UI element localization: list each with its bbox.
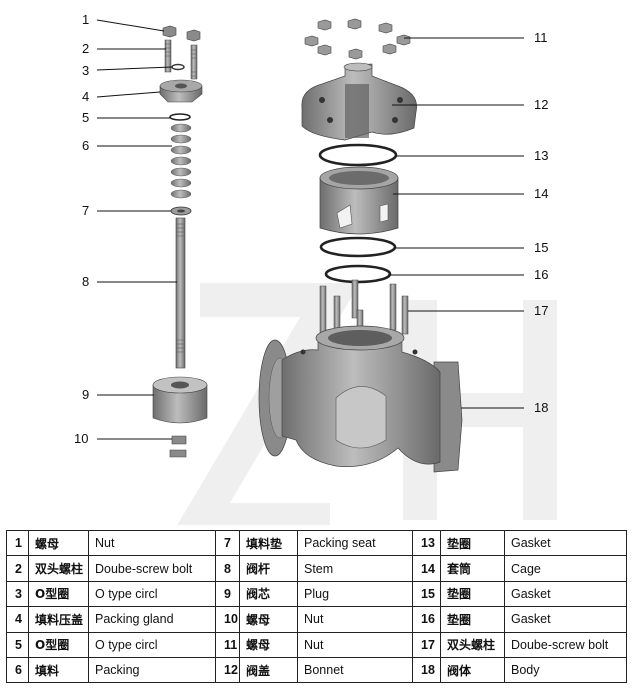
- part-number: 9: [215, 580, 240, 608]
- part-name-en: Nut: [297, 606, 413, 633]
- callout-13: 13: [534, 148, 548, 163]
- part-name-cn: 填料垫: [239, 529, 298, 557]
- part-name-cn: 螺母: [239, 631, 298, 658]
- part-name-cn: O型圈: [28, 580, 89, 608]
- part-name-cn: 填料: [28, 656, 89, 684]
- callout-11: 11: [534, 30, 548, 45]
- bonnet-12: [301, 62, 417, 141]
- callout-6: 6: [82, 138, 89, 153]
- part-name-cn: 垫圈: [440, 580, 505, 608]
- part-name-cn: 套筒: [440, 555, 505, 582]
- part-number: 11: [215, 631, 240, 658]
- o-ring-5: [169, 113, 191, 121]
- part-name-cn: 垫圈: [440, 606, 505, 633]
- nuts-11: [304, 18, 411, 60]
- part-number: 8: [215, 555, 240, 582]
- part-name-en: O type circl: [88, 580, 216, 608]
- part-name-en: Packing seat: [297, 529, 413, 557]
- part-name-cn: 阀体: [440, 656, 505, 684]
- callout-14: 14: [534, 186, 548, 201]
- part-number: 17: [412, 631, 441, 658]
- callout-17: 17: [534, 303, 548, 318]
- part-name-en: Gasket: [504, 580, 627, 608]
- part-name-en: Body: [504, 656, 627, 684]
- packing-rings-6: [170, 123, 192, 199]
- part-name-en: Doube-screw bolt: [88, 555, 216, 582]
- body-18: [258, 325, 463, 473]
- part-name-en: Cage: [504, 555, 627, 582]
- part-name-en: O type circl: [88, 631, 216, 658]
- part-name-en: Plug: [297, 580, 413, 608]
- part-name-cn: 双头螺柱: [440, 631, 505, 658]
- exploded-valve-diagram: 1 2 3 4 5 6 7 8 9 10 11 12 13 14 15 16 1…: [74, 12, 557, 525]
- part-name-en: Stem: [297, 555, 413, 582]
- part-name-en: Gasket: [504, 606, 627, 633]
- callout-3: 3: [82, 63, 89, 78]
- callout-9: 9: [82, 387, 89, 402]
- callout-5: 5: [82, 110, 89, 125]
- nut-10: [169, 435, 187, 458]
- callout-15: 15: [534, 240, 548, 255]
- stem-8: [175, 217, 186, 369]
- part-number: 7: [215, 529, 240, 557]
- part-name-cn: 垫圈: [440, 529, 505, 557]
- part-number: 16: [412, 606, 441, 633]
- cage-14: [319, 166, 399, 235]
- part-name-cn: 螺母: [239, 606, 298, 633]
- plug-9: [152, 376, 208, 424]
- part-name-en: Packing: [88, 656, 216, 684]
- part-name-en: Nut: [297, 631, 413, 658]
- packing-gland-4: [159, 79, 203, 103]
- part-name-cn: 阀杆: [239, 555, 298, 582]
- part-number: 10: [215, 606, 240, 633]
- part-number: 18: [412, 656, 441, 684]
- packing-seat-7: [170, 206, 192, 216]
- gasket-15: [319, 236, 397, 258]
- gasket-13: [318, 143, 398, 167]
- leader-lines: [96, 19, 524, 440]
- part-number: 1: [6, 529, 29, 557]
- part-name-cn: O型圈: [28, 631, 89, 658]
- o-ring-3: [171, 63, 185, 71]
- callout-8: 8: [82, 274, 89, 289]
- callout-12: 12: [534, 97, 548, 112]
- gasket-16: [324, 264, 392, 284]
- callout-7: 7: [82, 203, 89, 218]
- part-name-cn: 双头螺柱: [28, 555, 89, 582]
- callout-16: 16: [534, 267, 548, 282]
- part-name-en: Gasket: [504, 529, 627, 557]
- part-name-cn: 阀盖: [239, 656, 298, 684]
- callout-1: 1: [82, 12, 89, 27]
- part-number: 14: [412, 555, 441, 582]
- part-number: 5: [6, 631, 29, 658]
- double-screw-bolt-2: [164, 39, 198, 80]
- part-name-en: Packing gland: [88, 606, 216, 633]
- part-name-en: Nut: [88, 529, 216, 557]
- part-number: 2: [6, 555, 29, 582]
- part-name-cn: 填料压盖: [28, 606, 89, 633]
- callout-18: 18: [534, 400, 548, 415]
- part-name-cn: 阀芯: [239, 580, 298, 608]
- nut-1: [162, 25, 201, 42]
- part-number: 4: [6, 606, 29, 633]
- part-number: 12: [215, 656, 240, 684]
- callout-2: 2: [82, 41, 89, 56]
- part-number: 3: [6, 580, 29, 608]
- part-name-en: Bonnet: [297, 656, 413, 684]
- callout-4: 4: [82, 89, 89, 104]
- part-name-cn: 螺母: [28, 529, 89, 557]
- part-number: 13: [412, 529, 441, 557]
- part-number: 6: [6, 656, 29, 684]
- callout-10: 10: [74, 431, 88, 446]
- part-number: 15: [412, 580, 441, 608]
- part-name-en: Doube-screw bolt: [504, 631, 627, 658]
